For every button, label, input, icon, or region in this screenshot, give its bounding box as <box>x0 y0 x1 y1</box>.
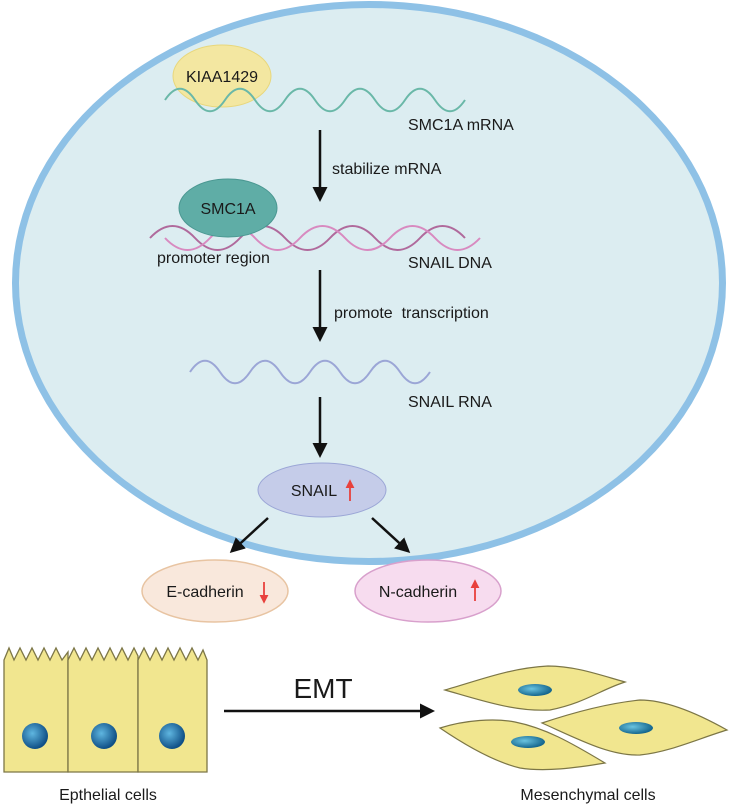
snail-label: SNAIL <box>291 483 337 500</box>
kiaa1429-label: KIAA1429 <box>186 69 258 86</box>
smc1a-mrna-label: SMC1A mRNA <box>408 117 514 134</box>
smc1a-mrna-wave <box>164 87 466 113</box>
promote-transcription-label: promote transcription <box>334 305 489 322</box>
epithelial-nucleus-3 <box>159 723 185 749</box>
promoter-region-label: promoter region <box>157 250 270 267</box>
snail-dna-label: SNAIL DNA <box>408 255 492 272</box>
n-cadherin-label: N-cadherin <box>379 584 457 601</box>
mesenchymal-nucleus-1 <box>518 684 552 696</box>
cell-cytoplasm <box>19 8 719 558</box>
epithelial-cell-1 <box>3 646 69 773</box>
mesenchymal-cells-label: Mesenchymal cells <box>520 787 655 804</box>
epithelial-cell-2 <box>67 646 139 773</box>
e-cadherin-label: E-cadherin <box>166 584 243 601</box>
mesenchymal-nucleus-2 <box>619 722 653 734</box>
e-cadherin-branch-arrow <box>229 517 269 554</box>
smc1a-label: SMC1A <box>200 201 255 218</box>
epithelial-nucleus-2 <box>91 723 117 749</box>
mesenchymal-nucleus-3 <box>511 736 545 748</box>
epithelial-cells-label: Epthelial cells <box>59 787 157 804</box>
smc1a-node <box>178 178 278 238</box>
n-cadherin-node <box>354 559 502 623</box>
epithelial-nucleus-1 <box>22 723 48 749</box>
snail-dna-strand-a <box>149 225 466 251</box>
emt-label: EMT <box>293 673 352 704</box>
n-cadherin-branch-arrow <box>371 517 411 554</box>
e-cadherin-node <box>141 559 289 623</box>
snail-rna-label: SNAIL RNA <box>408 394 492 411</box>
epithelial-cells <box>3 646 208 773</box>
mesenchymal-cells <box>438 665 729 771</box>
snail-rna-wave <box>189 359 431 385</box>
stabilize-label: stabilize mRNA <box>332 161 442 178</box>
snail-node <box>257 462 387 518</box>
epithelial-cell-3 <box>137 646 208 773</box>
